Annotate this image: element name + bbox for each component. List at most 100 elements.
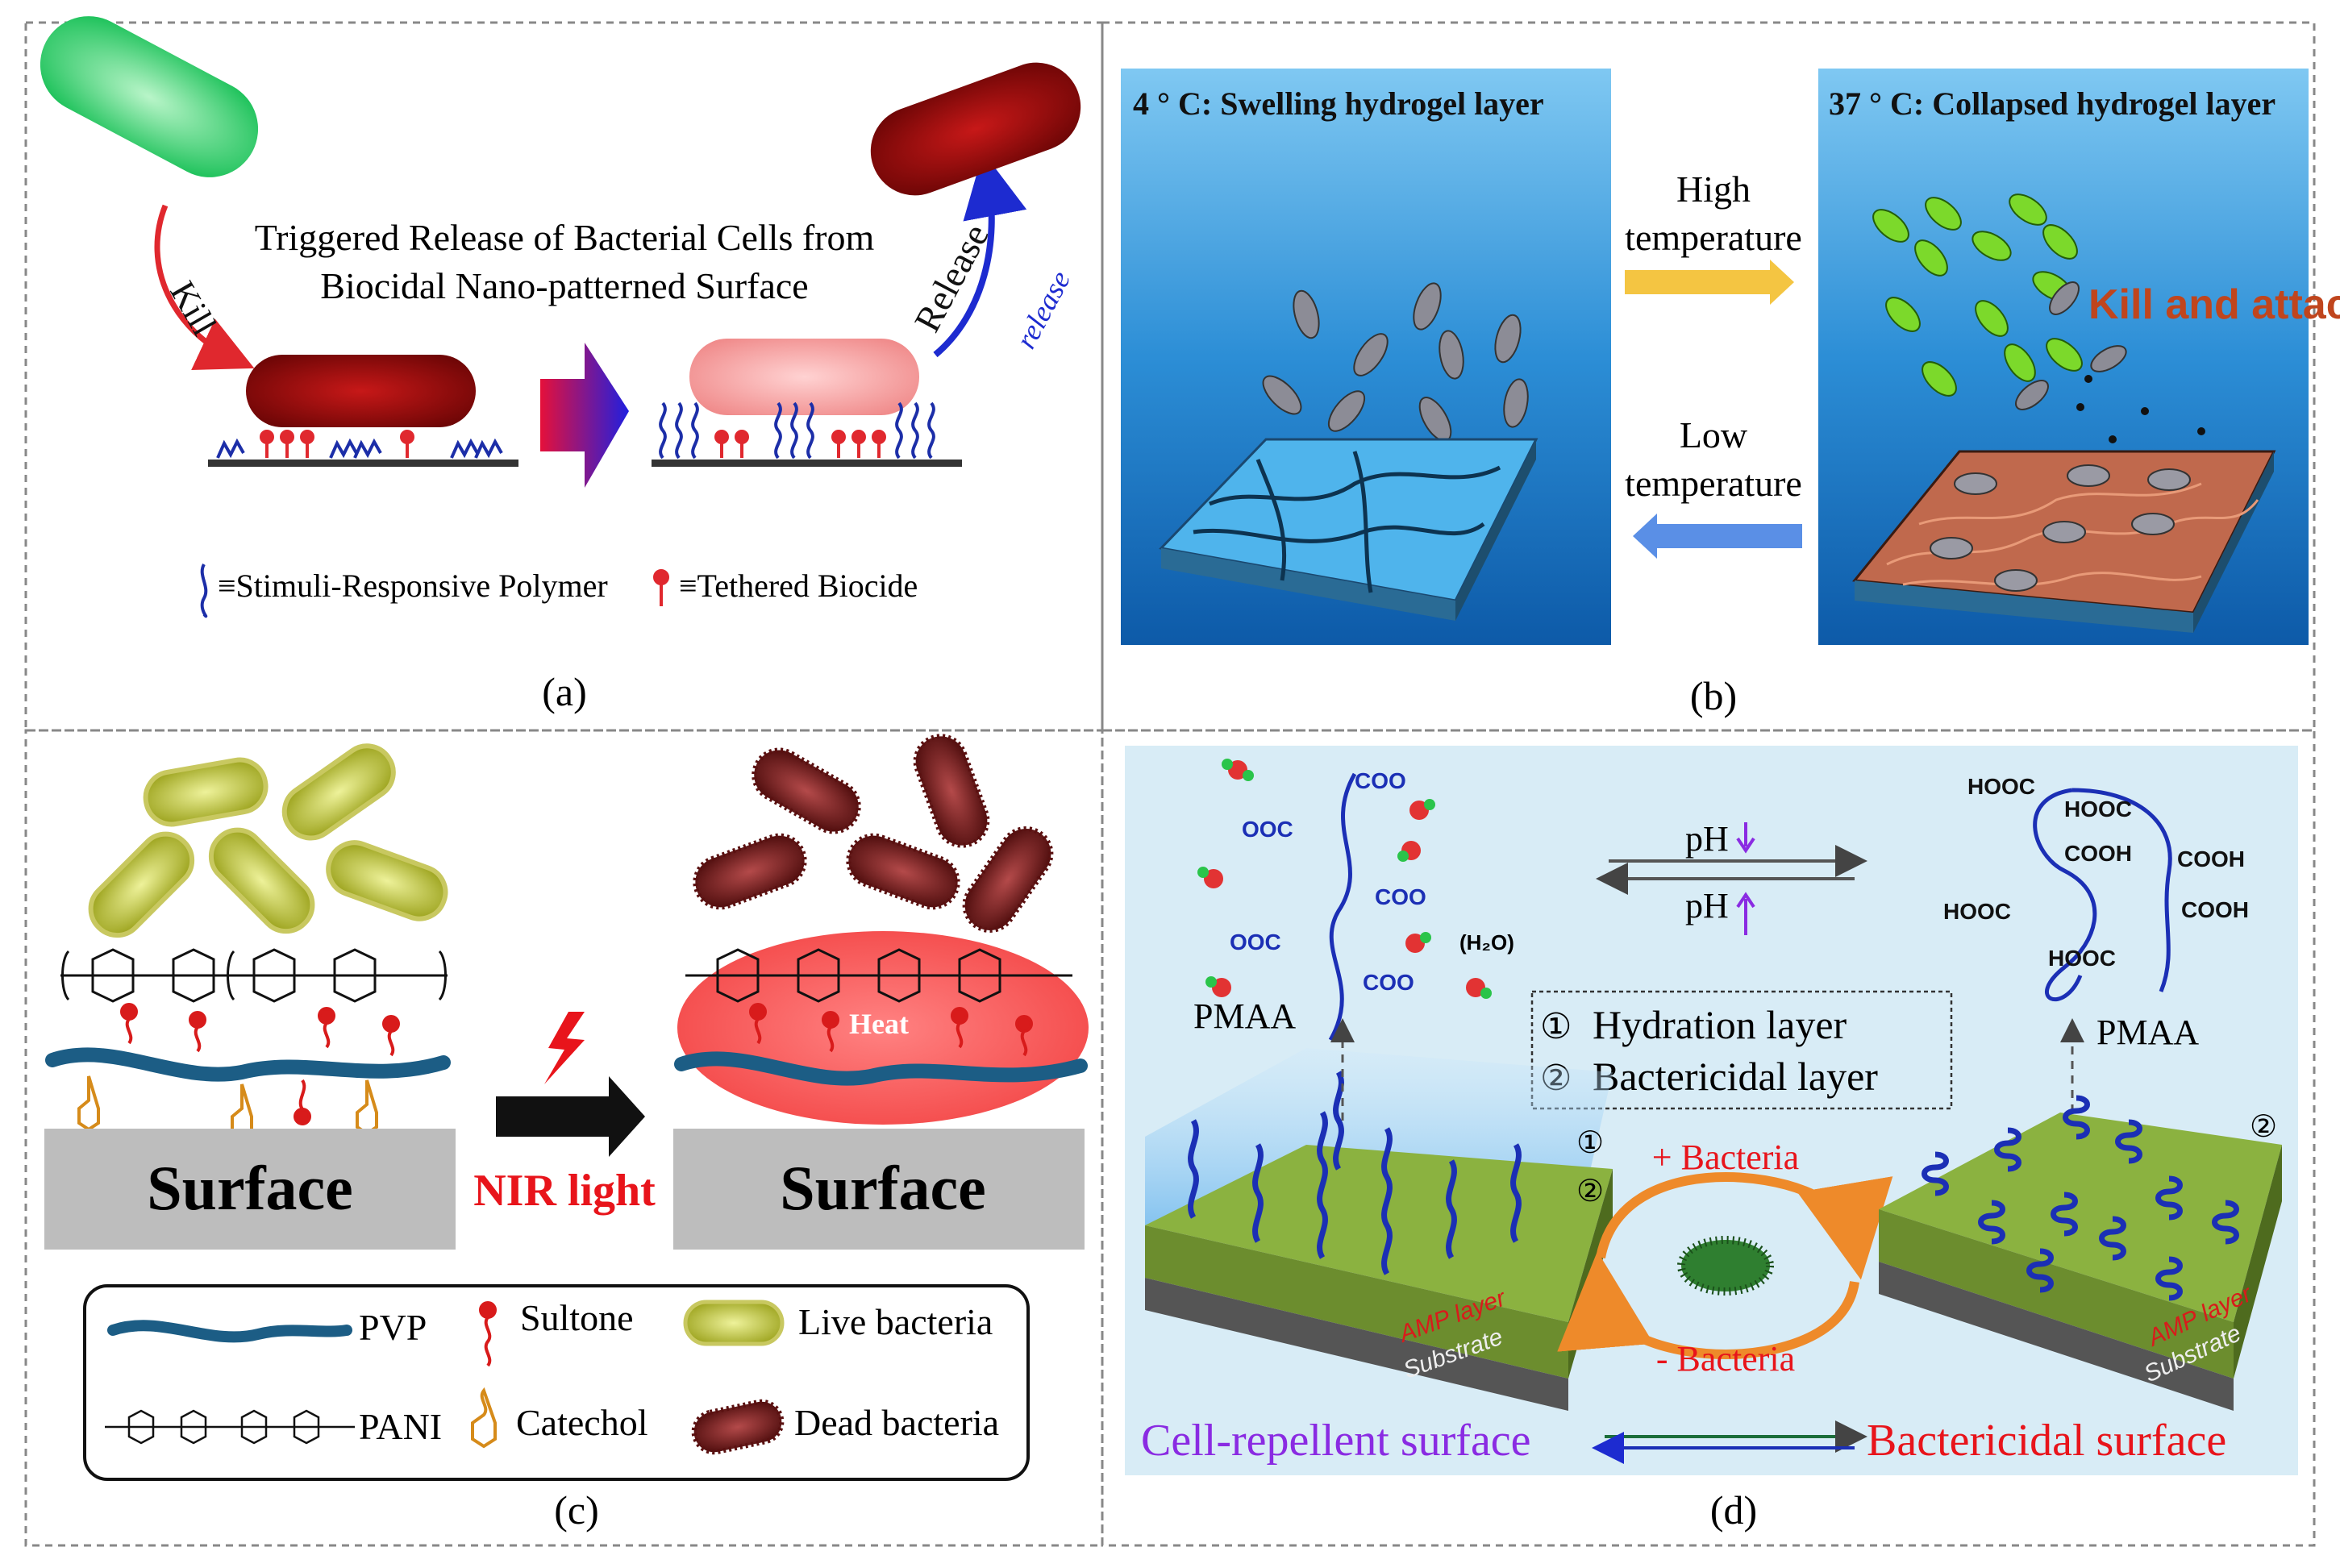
pani-legend-icon <box>105 1409 355 1445</box>
bactericidal-surface-label: Bactericidal surface <box>1867 1416 2226 1466</box>
hooc-2: HOOC <box>2064 796 2132 821</box>
dead-bacteria-group <box>693 734 1054 933</box>
high-temperature-arrow <box>1625 260 1794 305</box>
attached-dead-bacteria <box>2015 281 2127 410</box>
legend-num-1: ① <box>1540 1007 1572 1046</box>
released-biocide-dots <box>2076 375 2205 443</box>
cooh-2: COOH <box>2177 846 2245 871</box>
bacterium-icon <box>1677 1236 1774 1296</box>
coo-2: COO <box>1375 884 1426 909</box>
panel-a-title-line1: Triggered Release of Bacterial Cells fro… <box>255 217 875 258</box>
coo-3: COO <box>1363 970 1414 995</box>
h2o-label: (H₂O) <box>1459 930 1514 955</box>
low-label-line1: Low <box>1680 414 1748 455</box>
nir-arrow <box>496 1076 645 1157</box>
panel-c: Surface NIR light Heat <box>44 734 1089 1533</box>
panel-c-legend-box <box>83 1284 1030 1481</box>
panel-a-caption: (a) <box>542 669 587 714</box>
pmaa-chain-right <box>2033 788 2172 1002</box>
legend-catechol: Catechol <box>516 1402 648 1443</box>
surface-right <box>652 460 962 467</box>
marker-2-right: ② <box>2250 1110 2277 1144</box>
pvp-legend-icon <box>107 1320 352 1343</box>
lightning-icon <box>544 1012 585 1084</box>
release-small-label: release <box>1010 265 1077 353</box>
panel-b: 4 ° C: Swelling hydrogel layer High temp… <box>1121 69 2340 718</box>
surface-left-label: Surface <box>147 1153 353 1223</box>
minus-bacteria-label: - Bacteria <box>1656 1339 1795 1379</box>
kill-arrow <box>154 204 255 370</box>
ooc-2: OOC <box>1230 930 1281 955</box>
heat-label: Heat <box>849 1008 909 1040</box>
surface-block-right <box>673 1129 1085 1250</box>
low-temperature-arrow <box>1633 514 1802 559</box>
hooc-4: HOOC <box>2048 946 2116 971</box>
ph-label-top: pH <box>1685 819 1729 859</box>
cycle-top-arrow <box>1596 1171 1893 1280</box>
surface-block-left <box>44 1129 456 1250</box>
surface-left <box>208 460 518 467</box>
killed-bacterium <box>246 355 476 427</box>
plus-bacteria-label: + Bacteria <box>1652 1138 1799 1177</box>
biocide-legend-icon <box>653 569 669 606</box>
ph-label-bottom: pH <box>1685 886 1729 925</box>
pani-chain-right <box>685 948 1072 1003</box>
catechol-groups-left <box>77 1075 378 1140</box>
surface-right-label: Surface <box>780 1153 986 1223</box>
panel-d: COO OOC COO OOC COO (H₂O) PMAA pH pH HOO… <box>1125 746 2298 1533</box>
legend-polymer-label: ≡Stimuli-Responsive Polymer <box>218 568 608 604</box>
cooh-3: COOH <box>2181 897 2249 922</box>
collapsed-polymer-brushes <box>216 438 503 459</box>
released-bacterium <box>689 339 919 415</box>
released-dead-bacterium <box>870 62 1081 196</box>
sultone-groups-left <box>120 1003 400 1125</box>
legend-live: Live bacteria <box>798 1301 993 1342</box>
embedded-bacteria <box>1930 464 2191 592</box>
pmaa-left-groups: COO OOC COO OOC COO <box>1230 768 1426 995</box>
legend-pani: PANI <box>359 1406 442 1447</box>
polymer-legend-icon <box>200 564 208 618</box>
high-label-line2: temperature <box>1625 217 1802 258</box>
marker-2-left: ② <box>1576 1175 1604 1208</box>
swelling-title: 4 ° C: Swelling hydrogel layer <box>1133 85 1544 122</box>
water-molecules <box>1197 759 1492 999</box>
low-label-line2: temperature <box>1625 463 1802 504</box>
coo-1: COO <box>1355 768 1406 793</box>
panel-c-caption: (c) <box>554 1487 599 1533</box>
pvp-chain-left <box>45 1047 451 1082</box>
pvp-chain-right <box>674 1051 1088 1086</box>
sultone-legend-icon <box>479 1301 497 1367</box>
live-bacteria-green <box>1872 193 2083 397</box>
sultone-groups-right <box>749 1003 1033 1057</box>
legend-dead: Dead bacteria <box>794 1402 999 1443</box>
ph-down-icon <box>1736 822 1755 854</box>
release-arrow <box>933 152 1027 358</box>
ooc-1: OOC <box>1242 817 1293 842</box>
collapsed-pmaa-coils <box>1922 1095 2239 1301</box>
legend-pvp: PVP <box>359 1307 427 1348</box>
legend-hydration: Hydration layer <box>1593 1002 1847 1047</box>
legend-sultone: Sultone <box>520 1297 634 1338</box>
cycle-bottom-arrow <box>1557 1251 1859 1360</box>
panel-b-caption: (b) <box>1690 673 1737 718</box>
cell-repellent-label: Cell-repellent surface <box>1141 1416 1531 1466</box>
transition-arrow <box>540 343 629 488</box>
tethered-biocide-right <box>714 430 886 458</box>
hooc-1: HOOC <box>1967 774 2035 799</box>
kill-label: Kill <box>162 275 224 343</box>
panel-a: Kill Triggered Release of Bacterial Cell… <box>40 16 1081 714</box>
dead-legend-icon <box>691 1399 785 1455</box>
catechol-legend-icon <box>471 1387 497 1449</box>
tethered-biocide-left <box>260 430 414 458</box>
cooh-1: COOH <box>2064 841 2132 866</box>
pmaa-right-label: PMAA <box>2096 1013 2199 1052</box>
extended-polymer-brushes <box>659 401 935 460</box>
pmaa-right-groups: HOOC HOOC COOH COOH HOOC COOH HOOC <box>1943 774 2249 971</box>
pmaa-chain-left <box>1328 772 1357 1042</box>
kill-attach-label: Kill and attach <box>2088 281 2340 328</box>
nir-label: NIR light <box>473 1166 656 1216</box>
hooc-3: HOOC <box>1943 899 2011 924</box>
amp-layer-left <box>1145 1145 1613 1322</box>
pmaa-left-label: PMAA <box>1193 996 1296 1036</box>
ph-up-icon <box>1736 892 1755 935</box>
